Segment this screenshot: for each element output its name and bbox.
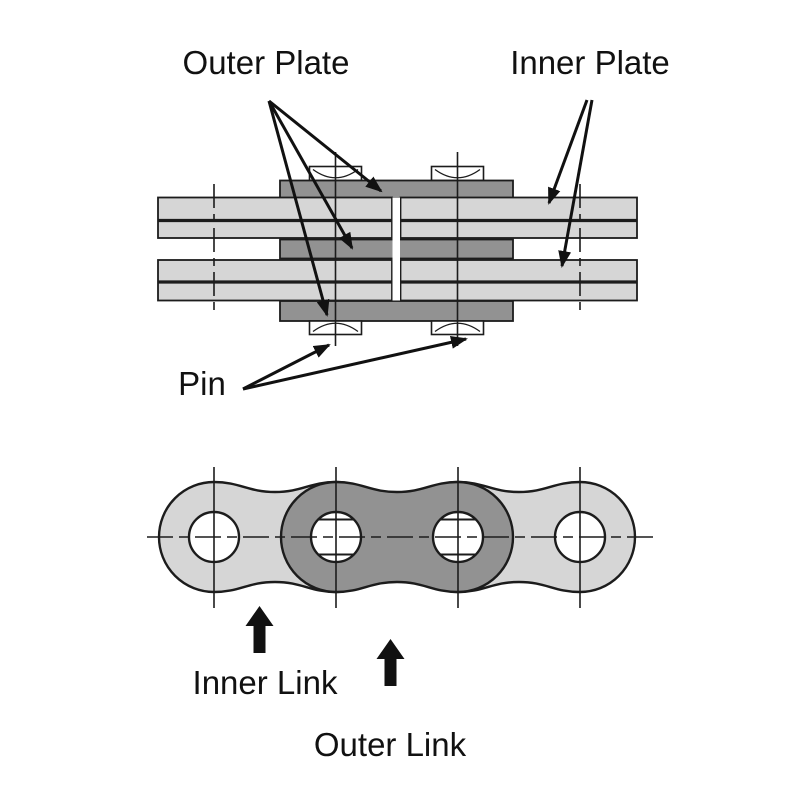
inner-plate-row-lower bbox=[157, 259, 638, 302]
outer-link-label: Outer Link bbox=[313, 726, 467, 763]
inner-link-up-arrow-icon bbox=[245, 606, 274, 653]
chain-top-view bbox=[157, 152, 638, 346]
inner-plate-label: Inner Plate bbox=[510, 44, 670, 81]
pin-label: Pin bbox=[178, 365, 226, 402]
inner-link-label: Inner Link bbox=[192, 664, 338, 701]
pin-leader-arrows bbox=[242, 335, 468, 391]
plate-split-gap bbox=[392, 197, 400, 301]
outer-plate-bottom-bar bbox=[279, 300, 514, 322]
hole-center-lines bbox=[147, 467, 653, 608]
inner-plate-leader-arrows bbox=[547, 99, 594, 268]
outer-plate-label: Outer Plate bbox=[182, 44, 350, 81]
outer-plate-leader-arrows bbox=[267, 99, 383, 317]
outer-link-up-arrow-icon bbox=[376, 639, 405, 686]
inner-plate-row-upper bbox=[157, 196, 638, 239]
chain-side-view bbox=[147, 467, 653, 608]
